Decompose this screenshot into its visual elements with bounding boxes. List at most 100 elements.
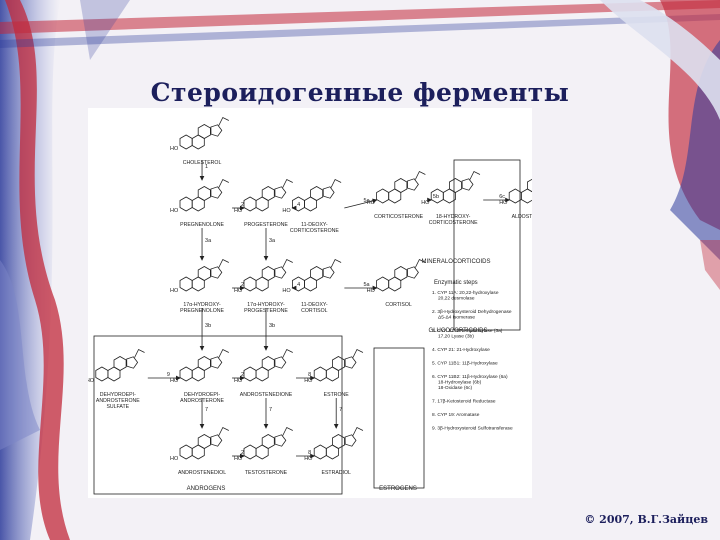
hydroxyl-label: HO bbox=[282, 288, 291, 294]
step-7-right-step-label: 7 bbox=[339, 407, 342, 413]
estrogens-box bbox=[373, 347, 425, 489]
mineralo-group-label: MINERALOCORTICOIDS bbox=[422, 259, 491, 265]
hydroxyl-label: HO bbox=[170, 208, 179, 214]
step-7-right-arrowhead bbox=[333, 424, 339, 429]
dhea-label: DEHYDROEPI-ANDROSTERONE bbox=[180, 392, 224, 404]
hydroxyl-label: HO bbox=[421, 200, 430, 206]
hydroxyl-label: HO bbox=[234, 208, 243, 214]
step-7-left-arrowhead bbox=[199, 424, 205, 429]
step-2-low-arrowhead bbox=[240, 375, 245, 381]
legend-step-5: 5. CYP 11B1: 11β-Hydroxylase bbox=[432, 361, 498, 367]
hydroxyl-label: HO bbox=[304, 456, 313, 462]
estradiol-structure bbox=[313, 426, 364, 460]
step-2-top-step-label: 2 bbox=[241, 202, 244, 208]
preg-label: PREGNENOLONE bbox=[180, 222, 224, 228]
ohprog-structure bbox=[243, 258, 293, 292]
step-2-mid-arrowhead bbox=[240, 285, 245, 291]
step-6b-arrowhead bbox=[427, 197, 433, 203]
step-3b-left-step-label: 3b bbox=[205, 323, 211, 329]
step-6b-step-label: 5b bbox=[433, 194, 439, 200]
step-9-arrowhead bbox=[176, 375, 181, 381]
steroidogenesis-diagram: HO CHOLESTEROL HO PREGNENOLONE HO PROGESTERON… bbox=[86, 116, 559, 495]
step-5a-mid-arrowhead bbox=[372, 285, 378, 291]
step-8-top-arrowhead bbox=[310, 375, 316, 381]
step-7-mid-arrowhead bbox=[263, 424, 269, 429]
hydroxyl-label: HO bbox=[170, 288, 179, 294]
legend-step-6: 6. CYP 11B2: 11β-Hydroxylase (6a)18-Hydr… bbox=[432, 374, 508, 391]
hydroxyl-label: HO bbox=[170, 456, 179, 462]
hydroxyl-label: HO bbox=[367, 288, 376, 294]
step-2-bottom-step-label: 2 bbox=[241, 450, 244, 456]
legend-step-8: 8. CYP 19: Aromatase bbox=[432, 412, 480, 418]
dheas-structure bbox=[95, 348, 145, 382]
step-7-left-step-label: 7 bbox=[205, 407, 208, 413]
andro-structure bbox=[243, 348, 293, 382]
step-9-step-label: 9 bbox=[167, 372, 170, 378]
estro-group-label: ESTROGENS bbox=[379, 486, 417, 492]
step-3b-left-arrowhead bbox=[199, 346, 205, 351]
step-2-top-arrowhead bbox=[240, 205, 245, 211]
hydroxyl-label: HO bbox=[367, 200, 376, 206]
chol-label: CHOLESTEROL bbox=[183, 160, 222, 166]
step-2-mid-step-label: 2 bbox=[241, 282, 244, 288]
estradiol-label: ESTRADIOL bbox=[321, 470, 351, 476]
androgens-box bbox=[93, 335, 343, 495]
hydroxyl-label: HO bbox=[234, 378, 243, 384]
step-6c-step-label: 6c bbox=[499, 194, 505, 200]
hydroxyl-label: HO bbox=[88, 378, 95, 384]
andro-label: ANDROSTENEDIONE bbox=[240, 392, 293, 398]
hydroxyl-label: HO bbox=[170, 378, 179, 384]
corticosterone-column-box bbox=[453, 159, 521, 331]
step-8-bottom-arrowhead bbox=[310, 453, 316, 459]
step-5a-mid-step-label: 5a bbox=[363, 282, 370, 288]
ohprog-label: 17α-HYDROXY-PROGESTERONE bbox=[244, 302, 288, 314]
testo-label: TESTOSTERONE bbox=[245, 470, 288, 476]
step-8-top-step-label: 8 bbox=[308, 372, 311, 378]
andro-group-label: ANDROGENS bbox=[187, 486, 226, 492]
ohcort-structure bbox=[430, 170, 481, 204]
step-3a-left-arrowhead bbox=[199, 256, 205, 261]
step-2-low-step-label: 2 bbox=[241, 372, 244, 378]
hydroxyl-label: HO bbox=[304, 378, 313, 384]
step-1-arrowhead bbox=[199, 176, 205, 181]
hydroxyl-label: HO bbox=[170, 146, 179, 152]
legend-step-3: 3. CYP 17: 17α-Hydroxylase (3a)17,20 Lya… bbox=[432, 328, 503, 340]
ohpreg-label: 17α-HYDROXY-PREGNENOLONE bbox=[180, 302, 224, 314]
chol-structure bbox=[179, 116, 229, 150]
androdiol-structure bbox=[179, 426, 229, 460]
ohcort-label: 18-HYDROXY-CORTICOSTERONE bbox=[429, 214, 478, 226]
legend-step-7: 7. 17β-Ketosteroid Reductase bbox=[432, 399, 496, 405]
step-4-top-step-label: 4 bbox=[297, 202, 300, 208]
cort-structure bbox=[376, 170, 426, 204]
doc-label: 11-DEOXY-CORTICOSTERONE bbox=[290, 222, 339, 234]
dhea-structure bbox=[179, 348, 229, 382]
aldo-structure bbox=[508, 170, 559, 204]
hydroxyl-label: HO bbox=[234, 288, 243, 294]
hydroxyl-label: HO bbox=[499, 200, 508, 206]
cort-label: CORTICOSTERONE bbox=[374, 214, 423, 220]
prog-label: PROGESTERONE bbox=[244, 222, 288, 228]
estrone-label: ESTRONE bbox=[324, 392, 350, 398]
step-4-mid-arrowhead bbox=[291, 285, 297, 291]
step-4-top-arrowhead bbox=[291, 205, 297, 211]
aldo-label: ALDOSTERONE bbox=[512, 214, 532, 220]
deoxycortisol-structure bbox=[292, 258, 342, 292]
step-3b-right-arrowhead bbox=[263, 346, 269, 351]
legend-step-9: 9. 3β-Hydroxysteroid Sulfotransferase bbox=[432, 426, 513, 432]
prog-structure bbox=[243, 178, 293, 212]
doc-structure bbox=[292, 178, 342, 212]
cortisol-label: CORTISOL bbox=[385, 302, 412, 308]
ohpreg-structure bbox=[179, 258, 229, 292]
hydroxyl-label: HO bbox=[234, 456, 243, 462]
step-6c-arrowhead bbox=[505, 197, 511, 203]
legend-step-4: 4. CYP 21: 21-Hydroxylase bbox=[432, 347, 490, 353]
preg-structure bbox=[179, 178, 229, 212]
cortisol-structure bbox=[376, 258, 426, 292]
step-5a-top-step-label: 5a bbox=[363, 198, 370, 204]
step-3a-right-arrowhead bbox=[263, 256, 269, 261]
androdiol-label: ANDROSTENEDIOL bbox=[178, 470, 226, 476]
step-1-step-label: 1 bbox=[205, 164, 208, 170]
